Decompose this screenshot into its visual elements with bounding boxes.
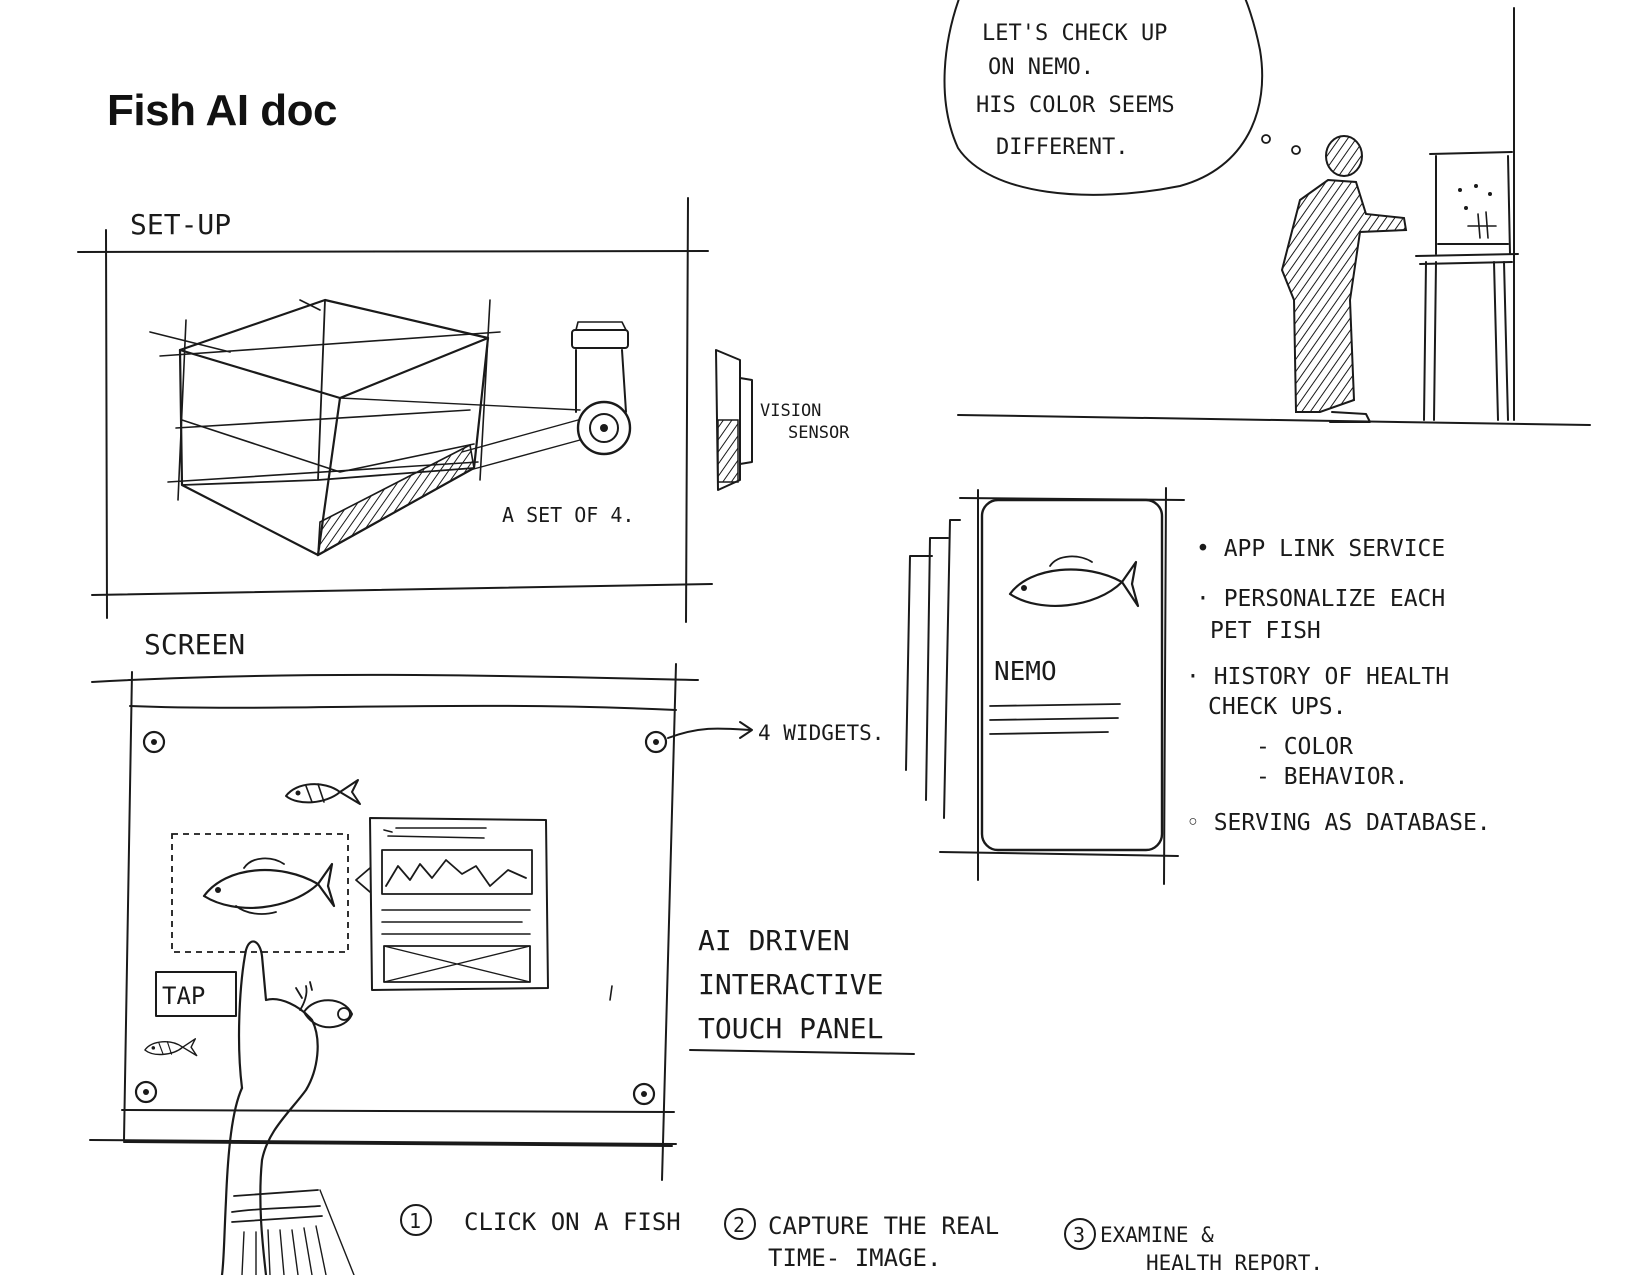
set-count-note: A SET OF 4. xyxy=(502,503,634,527)
person-at-aquarium xyxy=(957,7,1591,426)
step-2-line-1: CAPTURE THE REAL xyxy=(768,1212,999,1240)
feature-1: • APP LINK SERVICE xyxy=(1196,536,1445,562)
thought-line-3: HIS COLOR SEEMS xyxy=(976,93,1175,118)
touch-panel-caption-line-2: INTERACTIVE xyxy=(698,968,883,1001)
screen-section: SCREEN 4 WIDGETS. xyxy=(89,628,915,1275)
widgets-note: 4 WIDGETS. xyxy=(758,721,884,745)
touch-panel-caption: AI DRIVEN INTERACTIVE TOUCH PANEL xyxy=(689,924,915,1055)
thought-line-4: DIFFERENT. xyxy=(996,135,1128,160)
step-3: 3 EXAMINE & HEALTH REPORT. xyxy=(1064,1218,1323,1275)
vision-sensor-label-1: VISION xyxy=(760,401,821,421)
step-2: 2 CAPTURE THE REAL TIME- IMAGE. xyxy=(724,1208,999,1272)
page-title: Fish AI doc xyxy=(107,86,338,135)
aquarium-tank-sketch xyxy=(149,298,501,557)
small-fish-icon[interactable] xyxy=(144,1038,198,1057)
feature-4: ◦ SERVING AS DATABASE. xyxy=(1186,810,1491,836)
thought-line-2: ON NEMO. xyxy=(988,55,1094,80)
screen-heading: SCREEN xyxy=(144,628,245,661)
thought-line-1: LET'S CHECK UP xyxy=(982,21,1167,46)
setup-frame xyxy=(77,197,713,623)
pointing-hand-sketch xyxy=(220,940,355,1275)
steps-row: 1 CLICK ON A FISH 2 CAPTURE THE REAL TIM… xyxy=(400,1204,1323,1275)
feature-3-cont: CHECK UPS. xyxy=(1208,694,1346,720)
nemo-fish-icon[interactable] xyxy=(1008,555,1140,608)
app-mockup: NEMO xyxy=(905,487,1185,885)
nemo-name-label: NEMO xyxy=(994,657,1057,687)
fish-info-card xyxy=(355,817,613,1001)
feature-3-sub-color: - COLOR xyxy=(1256,734,1353,760)
touch-panel-caption-line-1: AI DRIVEN xyxy=(698,924,850,957)
feature-2: · PERSONALIZE EACH xyxy=(1196,586,1445,612)
widgets-callout: 4 WIDGETS. xyxy=(667,721,884,745)
step-3-line-2: HEALTH REPORT. xyxy=(1146,1251,1323,1275)
feature-3-sub-behavior: - BEHAVIOR. xyxy=(1256,764,1408,790)
step-2-number: 2 xyxy=(733,1213,745,1237)
tap-button-label: TAP xyxy=(162,982,205,1010)
setup-section: SET-UP xyxy=(77,197,850,623)
swimming-fish-icon[interactable] xyxy=(285,779,361,805)
step-3-number: 3 xyxy=(1073,1223,1085,1247)
setup-heading: SET-UP xyxy=(130,208,231,241)
step-3-line-1: EXAMINE & xyxy=(1100,1223,1214,1247)
tap-button[interactable]: TAP xyxy=(155,971,237,1017)
step-1: 1 CLICK ON A FISH xyxy=(400,1204,681,1236)
feature-2-cont: PET FISH xyxy=(1210,618,1321,644)
step-2-line-2: TIME- IMAGE. xyxy=(768,1244,941,1272)
selected-fish-box[interactable] xyxy=(171,833,349,953)
step-1-number: 1 xyxy=(409,1209,421,1233)
camera-sketch xyxy=(339,321,632,471)
screen-mount-screws xyxy=(134,730,668,1106)
cartoon-fish-icon[interactable] xyxy=(295,981,353,1029)
app-feature-list: • APP LINK SERVICE · PERSONALIZE EACH PE… xyxy=(1186,536,1491,836)
touch-panel-caption-line-3: TOUCH PANEL xyxy=(698,1012,883,1045)
vision-sensor-label-2: SENSOR xyxy=(788,423,850,443)
screen-frame xyxy=(89,663,699,1181)
step-1-text: CLICK ON A FISH xyxy=(464,1208,681,1236)
vision-sensor-device: VISION SENSOR xyxy=(715,349,850,491)
feature-3: · HISTORY OF HEALTH xyxy=(1186,664,1449,690)
thought-bubble: LET'S CHECK UP ON NEMO. HIS COLOR SEEMS … xyxy=(943,0,1301,196)
